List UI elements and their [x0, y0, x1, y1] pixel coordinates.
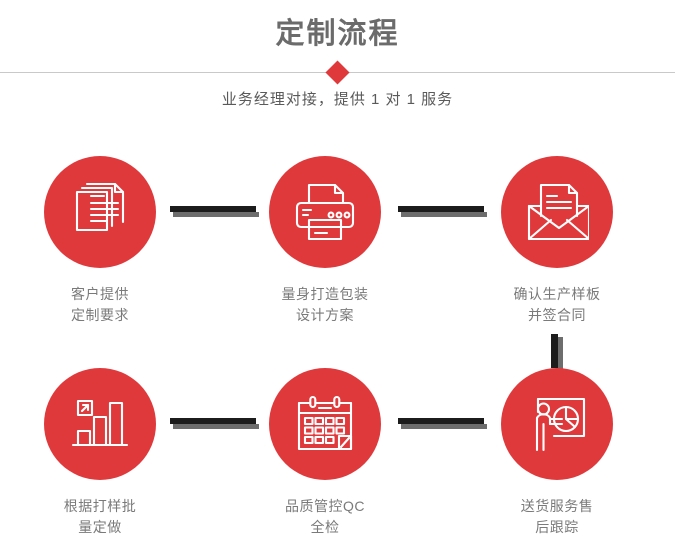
flow-step-6[interactable]: 送货服务售 后跟踪: [482, 368, 632, 538]
step-6-label: 送货服务售 后跟踪: [482, 496, 632, 538]
flow-step-2[interactable]: 量身打造包装 设计方案: [250, 156, 400, 326]
step-2-icon-circle[interactable]: [269, 156, 381, 268]
connector-2-to-3: [398, 206, 487, 217]
connector-3-to-4: [551, 334, 563, 371]
step-5-label-line2: 全检: [310, 519, 340, 535]
step-6-icon-circle[interactable]: [501, 368, 613, 480]
flow-step-4[interactable]: 根据打样批 量定做: [25, 368, 175, 538]
step-2-label-line2: 设计方案: [296, 307, 354, 323]
header: 定制流程 业务经理对接，提供 1 对 1 服务: [0, 0, 675, 130]
documents-stack-icon: [69, 181, 131, 243]
flow-step-1[interactable]: 客户提供 定制要求: [25, 156, 175, 326]
page-title: 定制流程: [275, 18, 400, 50]
step-2-label-line1: 量身打造包装: [281, 286, 369, 302]
diamond-marker-icon: [325, 59, 350, 85]
envelope-document-icon: [525, 182, 589, 242]
connector-5-to-6: [398, 418, 487, 429]
step-5-label-line1: 品质管控QC: [285, 498, 365, 514]
step-4-label: 根据打样批 量定做: [25, 496, 175, 538]
step-6-label-line1: 送货服务售: [520, 498, 594, 514]
step-4-icon-circle[interactable]: [44, 368, 156, 480]
flow-step-3[interactable]: 确认生产样板 并签合同: [482, 156, 632, 326]
step-4-label-line1: 根据打样批: [63, 498, 137, 514]
step-3-label-line1: 确认生产样板: [513, 286, 601, 302]
presenter-piechart-icon: [526, 394, 588, 454]
step-5-label: 品质管控QC 全检: [250, 496, 400, 538]
process-flow-diagram: 客户提供 定制要求: [0, 150, 675, 550]
step-3-label-line2: 并签合同: [528, 307, 586, 323]
step-4-label-line2: 量定做: [78, 519, 122, 535]
bar-chart-growth-icon: [70, 395, 130, 453]
printer-icon: [293, 181, 357, 243]
step-1-icon-circle[interactable]: [44, 156, 156, 268]
step-3-label: 确认生产样板 并签合同: [482, 284, 632, 326]
step-1-label-line1: 客户提供: [71, 286, 129, 302]
step-1-label-line2: 定制要求: [71, 307, 129, 323]
step-5-icon-circle[interactable]: [269, 368, 381, 480]
step-3-icon-circle[interactable]: [501, 156, 613, 268]
connector-1-to-2: [170, 206, 259, 217]
step-2-label: 量身打造包装 设计方案: [250, 284, 400, 326]
step-1-label: 客户提供 定制要求: [25, 284, 175, 326]
step-6-label-line2: 后跟踪: [535, 519, 579, 535]
flow-step-5[interactable]: 品质管控QC 全检: [250, 368, 400, 538]
calendar-icon: [295, 395, 355, 453]
title-divider: [0, 59, 675, 85]
page-subtitle: 业务经理对接，提供 1 对 1 服务: [221, 91, 454, 108]
connector-4-to-5: [170, 418, 259, 429]
